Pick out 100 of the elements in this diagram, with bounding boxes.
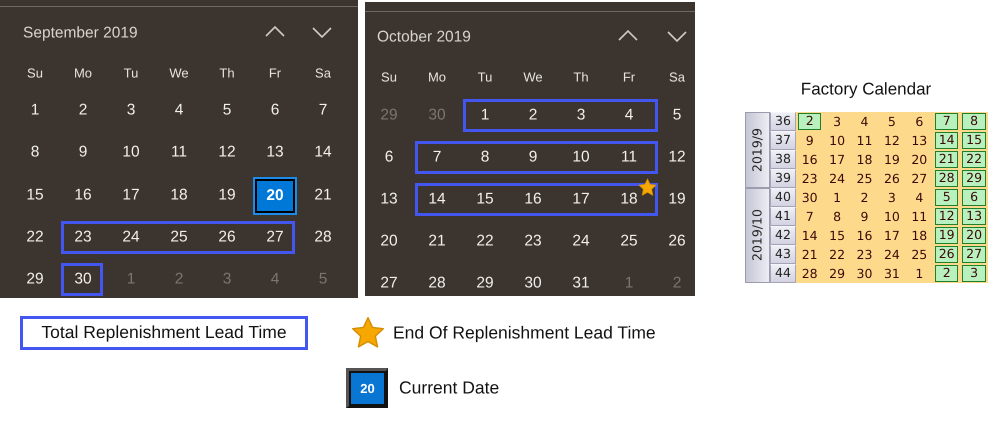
weekday-header: Su bbox=[27, 66, 43, 80]
day-number: 5 bbox=[672, 107, 682, 123]
highlighted-day: 2 bbox=[798, 113, 822, 130]
highlighted-day: 5 bbox=[935, 189, 958, 206]
day-number: 1 bbox=[833, 191, 842, 204]
day-number: 12 bbox=[884, 134, 900, 147]
day-number: 24 bbox=[829, 172, 846, 185]
day-number: 4 bbox=[860, 115, 868, 128]
dimmed-day-number: 4 bbox=[270, 271, 280, 287]
day-number: 19 bbox=[218, 186, 236, 202]
week-number: 42 bbox=[770, 226, 796, 245]
day-number: 23 bbox=[856, 248, 872, 261]
highlighted-day: 7 bbox=[935, 113, 958, 130]
week-number: 37 bbox=[770, 131, 796, 150]
day-number: 5 bbox=[888, 115, 896, 128]
day-number: 25 bbox=[856, 172, 872, 185]
day-number: 7 bbox=[432, 149, 442, 165]
day-number: 4 bbox=[915, 191, 924, 204]
highlight-frame bbox=[463, 99, 658, 132]
day-number: 2 bbox=[78, 102, 88, 118]
day-number: 19 bbox=[884, 153, 900, 166]
day-number: 30 bbox=[856, 267, 872, 280]
highlighted-day: 22 bbox=[962, 151, 986, 168]
highlighted-day: 6 bbox=[962, 189, 986, 206]
day-number: 21 bbox=[428, 233, 446, 249]
day-number: 27 bbox=[911, 172, 928, 185]
weekday-header: Tu bbox=[478, 70, 492, 84]
day-number: 31 bbox=[884, 267, 900, 280]
highlighted-day: 13 bbox=[962, 208, 986, 225]
day-number: 28 bbox=[428, 275, 446, 291]
day-number: 25 bbox=[911, 248, 928, 261]
day-number: 1 bbox=[915, 267, 924, 280]
week-number: 43 bbox=[770, 245, 796, 264]
day-number: 10 bbox=[572, 149, 590, 165]
legend-label: End Of Replenishment Lead Time bbox=[393, 324, 656, 342]
day-number: 18 bbox=[856, 153, 872, 166]
highlighted-day: 8 bbox=[962, 113, 986, 130]
day-number: 3 bbox=[888, 191, 896, 204]
day-number: 7 bbox=[318, 102, 328, 118]
day-number: 20 bbox=[380, 233, 398, 249]
day-number: 16 bbox=[74, 186, 92, 202]
day-number: 24 bbox=[572, 233, 590, 249]
day-number: 7 bbox=[806, 210, 814, 223]
highlighted-day: 19 bbox=[935, 227, 958, 244]
dimmed-day-number: 2 bbox=[672, 275, 682, 291]
day-number: 10 bbox=[884, 210, 900, 223]
day-number: 27 bbox=[380, 275, 398, 291]
day-number: 30 bbox=[74, 271, 92, 287]
day-number: 24 bbox=[884, 248, 900, 261]
highlighted-day: 12 bbox=[935, 208, 958, 225]
day-number: 17 bbox=[829, 153, 846, 166]
day-number: 9 bbox=[806, 134, 814, 147]
day-number: 16 bbox=[524, 191, 542, 207]
day-number: 21 bbox=[802, 248, 818, 261]
weekday-header: We bbox=[169, 66, 189, 80]
day-number: 18 bbox=[170, 186, 188, 202]
day-number: 15 bbox=[829, 229, 846, 242]
day-number: 4 bbox=[174, 102, 184, 118]
day-number: 15 bbox=[476, 191, 494, 207]
day-number: 4 bbox=[624, 107, 634, 123]
week-number: 44 bbox=[770, 264, 796, 283]
day-number: 22 bbox=[829, 248, 846, 261]
weekday-header: Mo bbox=[74, 66, 92, 80]
day-number: 11 bbox=[911, 210, 928, 223]
table-title: Factory Calendar bbox=[800, 80, 932, 98]
weekday-header: Th bbox=[573, 70, 589, 84]
dimmed-day-number: 29 bbox=[380, 107, 398, 123]
day-number: 18 bbox=[620, 191, 638, 207]
day-number: 11 bbox=[620, 149, 638, 165]
day-number: 20 bbox=[911, 153, 928, 166]
week-number: 36 bbox=[770, 112, 796, 131]
month-label: 2019/10 bbox=[745, 188, 770, 283]
week-number: 41 bbox=[770, 207, 796, 226]
weekday-header: Th bbox=[219, 66, 235, 80]
weekday-header: Sa bbox=[669, 70, 685, 84]
day-number: 23 bbox=[524, 233, 542, 249]
weekday-header: Mo bbox=[428, 70, 446, 84]
day-number: 3 bbox=[833, 115, 842, 128]
month-label: 2019/9 bbox=[745, 112, 770, 188]
weekday-header: Su bbox=[381, 70, 397, 84]
day-number: 3 bbox=[576, 107, 586, 123]
highlighted-day: 21 bbox=[935, 151, 958, 168]
weekday-header: Fr bbox=[268, 66, 282, 80]
day-number: 23 bbox=[74, 229, 92, 244]
weekday-header: Fr bbox=[622, 70, 636, 84]
highlighted-day: 15 bbox=[962, 132, 986, 149]
day-number: 17 bbox=[572, 191, 590, 207]
day-number: 2 bbox=[860, 191, 868, 204]
dimmed-day-number: 5 bbox=[318, 271, 328, 287]
day-number: 14 bbox=[428, 191, 446, 207]
day-number: 28 bbox=[802, 267, 818, 280]
day-number: 10 bbox=[122, 144, 140, 160]
day-number: 21 bbox=[314, 186, 332, 202]
legend-label: Current Date bbox=[399, 379, 500, 397]
day-number: 9 bbox=[528, 149, 538, 165]
day-number: 29 bbox=[829, 267, 846, 280]
highlighted-day: 26 bbox=[935, 246, 958, 263]
day-number: 10 bbox=[829, 134, 846, 147]
day-number: 22 bbox=[26, 229, 44, 244]
highlighted-day: 20 bbox=[962, 227, 986, 244]
